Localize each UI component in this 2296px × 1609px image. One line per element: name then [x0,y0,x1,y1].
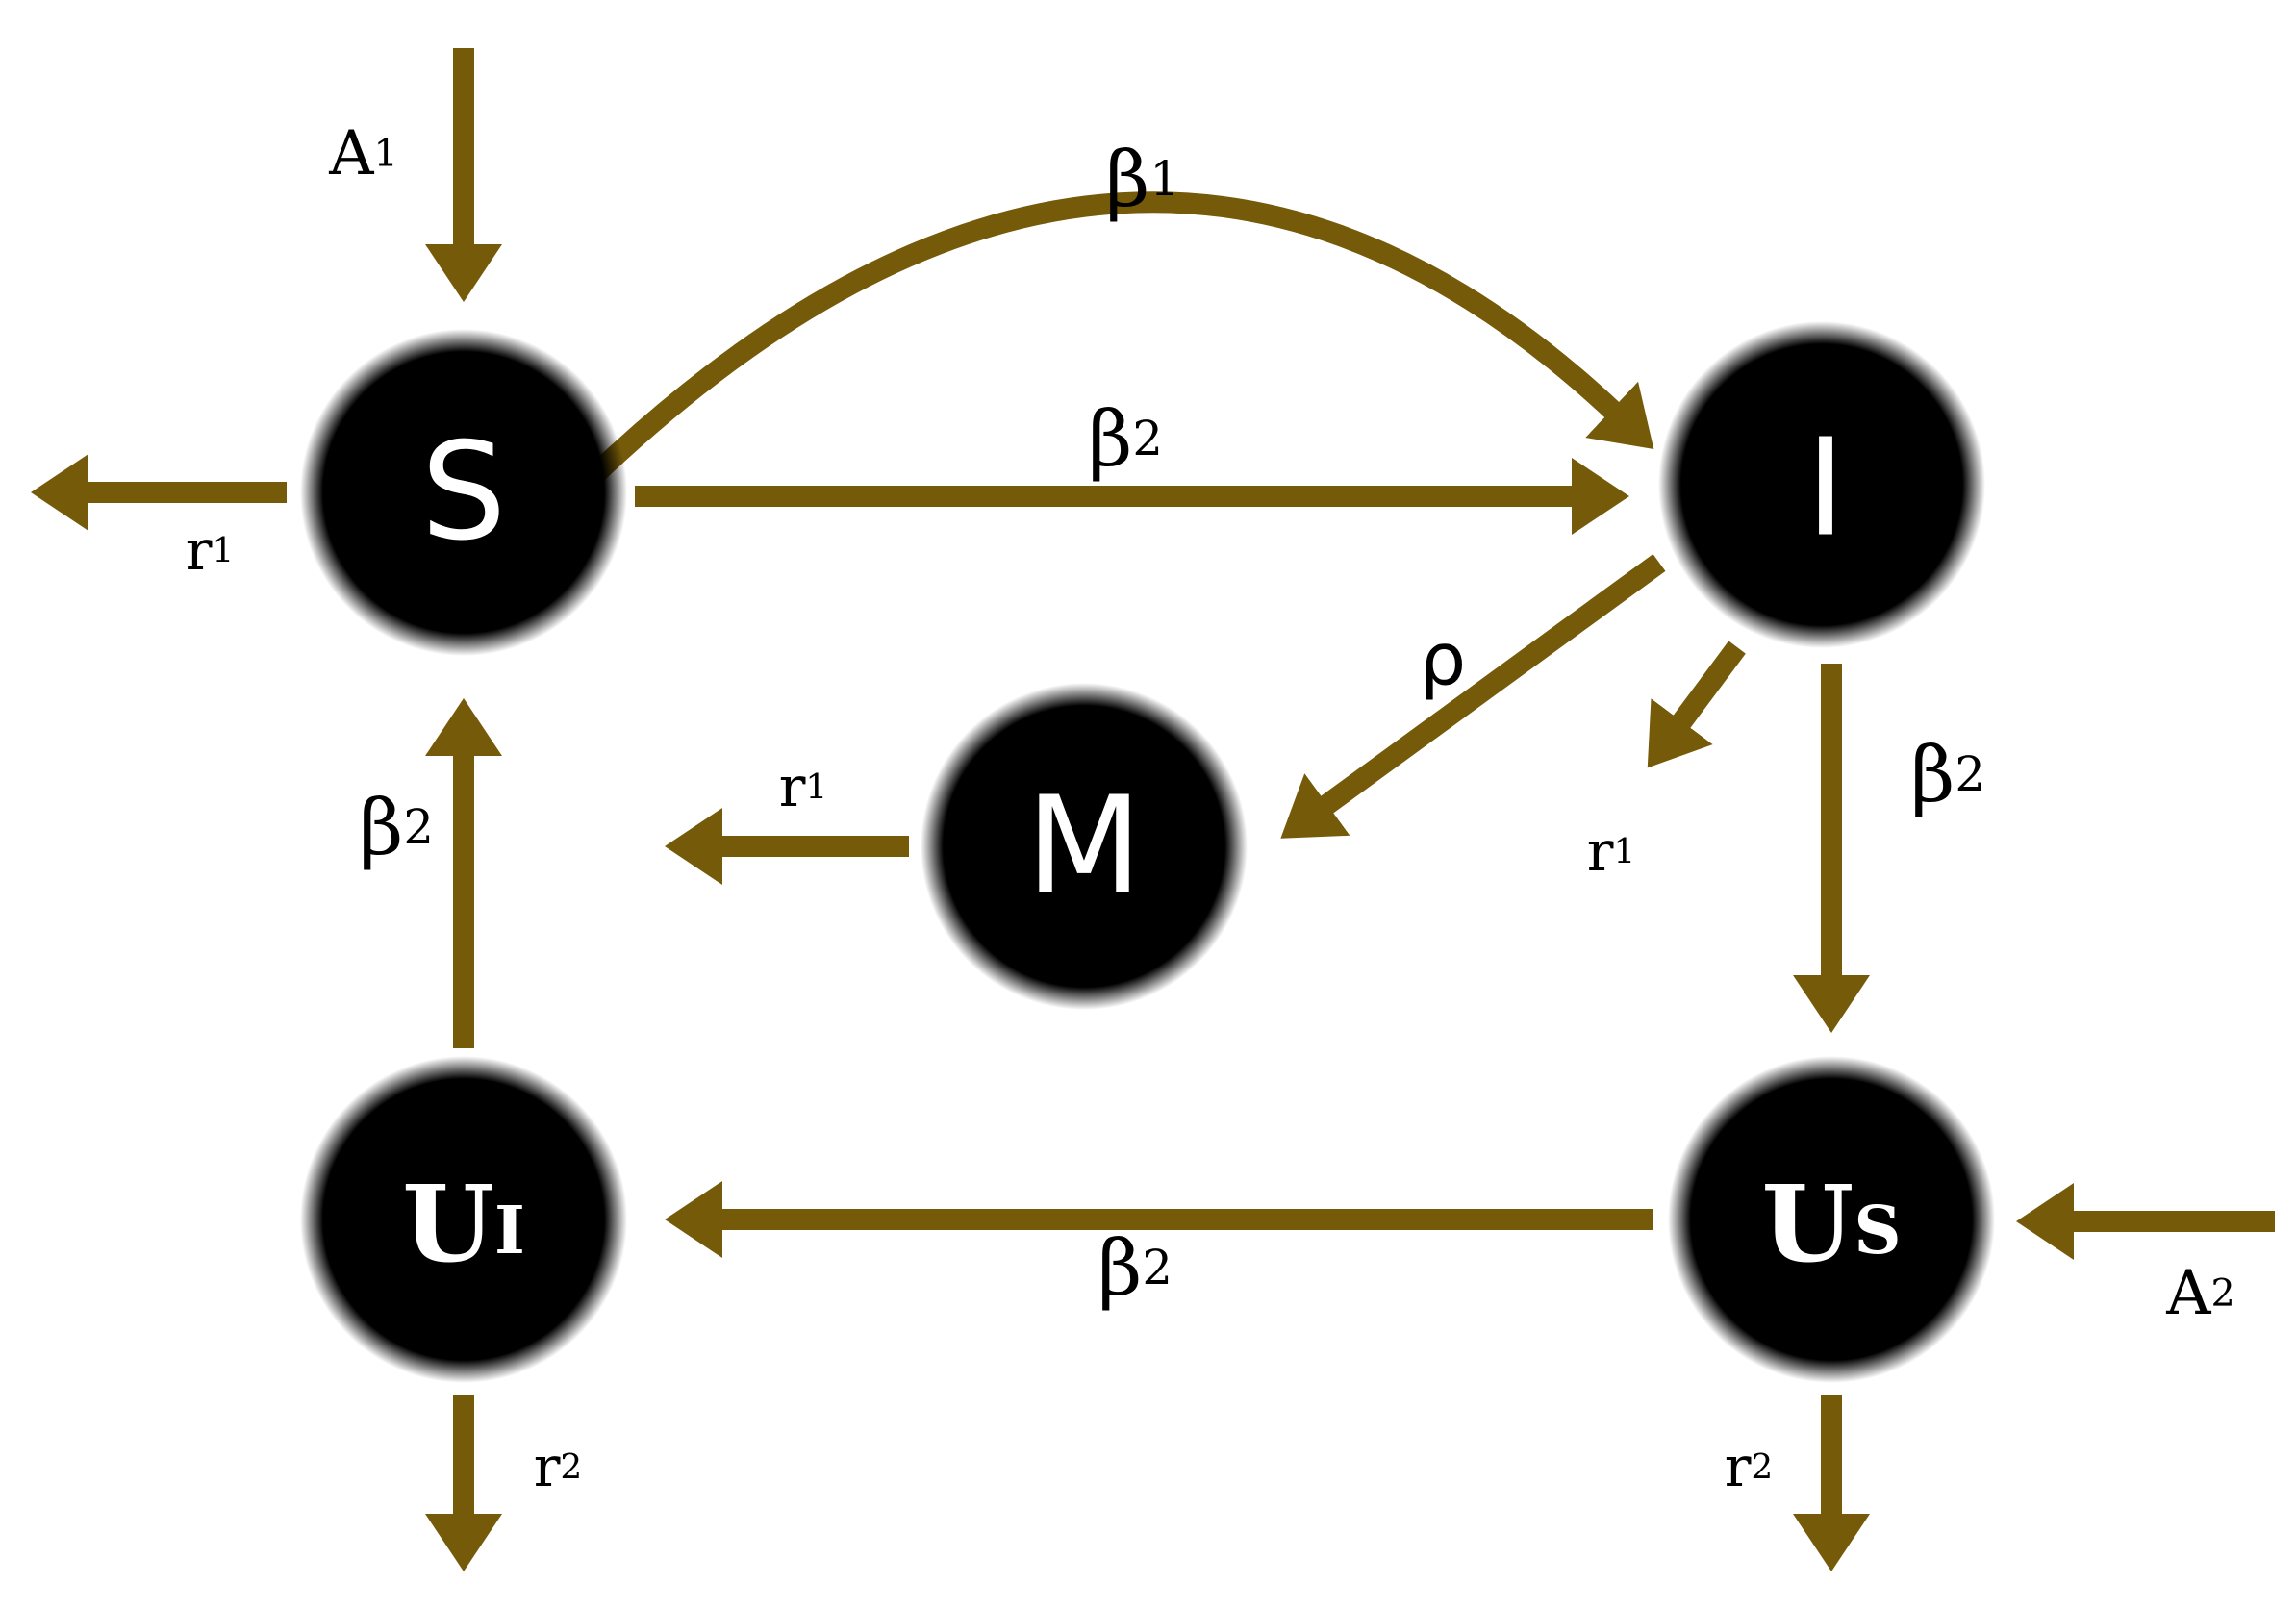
label-ui-outflow-r2-sub: 2 [560,1447,582,1487]
label-s-to-i-beta1: β1 [1105,135,1180,224]
label-ui-to-s-beta2-main: β [359,783,403,872]
node-ui-label-main: U [402,1162,494,1286]
label-i-outflow-r1-main: r [1587,818,1614,884]
node-ui-label: UI [402,1162,525,1286]
label-ui-outflow-r2-main: r [534,1434,561,1499]
node-us-label-main: U [1761,1162,1854,1286]
node-ui: UI [300,1056,627,1383]
label-us-outflow-r2-sub: 2 [1751,1447,1773,1487]
label-a2: A2 [2165,1258,2234,1329]
label-us-to-ui-beta2-main: β [1098,1223,1142,1313]
node-i-circle [1658,321,1985,648]
i-outflow-r1-arrow [1647,641,1746,768]
node-us-circle [1668,1056,1995,1383]
label-m-outflow-r1: r1 [779,754,828,819]
label-us-to-ui-beta2: β2 [1098,1223,1173,1313]
node-i: I [1658,321,1985,648]
label-m-outflow-r1-main: r [779,754,806,819]
node-m-circle [921,683,1248,1010]
label-s-outflow-r1-sub: 1 [212,531,234,570]
label-s-to-i-beta2-main: β [1088,394,1132,484]
label-i-to-us-beta2-sub: 2 [1955,746,1985,802]
node-m: M [921,683,1248,1010]
label-a2-main: A [2165,1258,2211,1329]
edges [30,48,2275,1571]
node-s: S [300,329,627,656]
node-ui-label-sub: I [494,1193,525,1270]
label-a2-sub: 2 [2210,1271,2234,1316]
label-i-to-m-rho: ρ [1420,616,1466,702]
node-s-circle [300,329,627,656]
nodes: S I M UI US [300,321,1995,1383]
label-ui-to-s-beta2: β2 [359,783,434,872]
node-s-label: S [421,415,507,571]
label-i-to-us-beta2: β2 [1910,730,1985,819]
label-s-outflow-r1-main: r [186,517,213,583]
label-a1: A1 [328,118,397,189]
node-m-label: M [1026,768,1143,925]
node-us: US [1668,1056,1995,1383]
label-m-outflow-r1-sub: 1 [805,767,827,807]
label-a1-sub: 1 [373,132,397,176]
edge-labels: A1 r1 β1 β2 ρ r1 β2 r1 β2 β2 A2 r2 r2 [186,118,2235,1499]
label-i-outflow-r1-sub: 1 [1613,832,1635,871]
label-ui-outflow-r2: r2 [534,1434,583,1499]
label-s-to-i-beta1-main: β [1105,135,1149,224]
node-i-label: I [1805,411,1845,567]
label-us-to-ui-beta2-sub: 2 [1142,1240,1173,1295]
label-s-outflow-r1: r1 [186,517,235,583]
s-to-i-beta1-arrow [586,191,1654,484]
label-us-outflow-r2-main: r [1725,1434,1752,1499]
label-s-to-i-beta2: β2 [1088,394,1163,484]
label-s-to-i-beta2-sub: 2 [1132,411,1163,466]
label-us-outflow-r2: r2 [1725,1434,1774,1499]
label-i-to-us-beta2-main: β [1910,730,1955,819]
node-ui-circle [300,1056,627,1383]
label-ui-to-s-beta2-sub: 2 [403,799,434,855]
node-us-label-sub: S [1854,1193,1901,1270]
i-to-m-rho-arrow [1280,554,1666,839]
node-us-label: US [1761,1162,1901,1286]
label-i-outflow-r1: r1 [1587,818,1636,884]
label-s-to-i-beta1-sub: 1 [1149,151,1180,207]
label-a1-main: A [328,118,374,189]
